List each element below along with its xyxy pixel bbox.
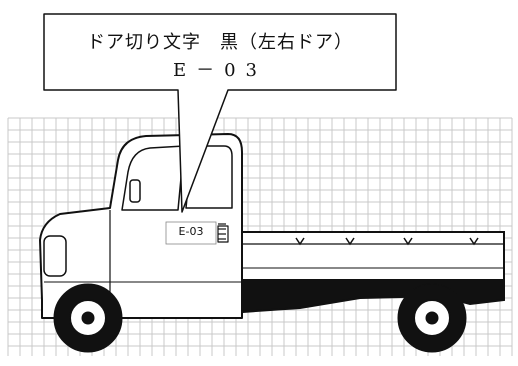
- headlight: [43, 235, 67, 277]
- door-label: E-03: [168, 225, 214, 238]
- door-tag-stripes: [218, 223, 226, 240]
- bed-sidewall: [241, 231, 505, 281]
- rear-wheel: [397, 283, 467, 353]
- side-mirror: [129, 179, 141, 203]
- wheels: [53, 283, 467, 353]
- callout-code: E－03: [172, 60, 268, 81]
- callout-bubble: [43, 13, 397, 213]
- front-wheel: [53, 283, 123, 353]
- cargo-bed: [241, 231, 505, 314]
- callout-title: ドア切り文字 黒（左右ドア）: [87, 32, 353, 53]
- bed-hooks: [295, 237, 479, 246]
